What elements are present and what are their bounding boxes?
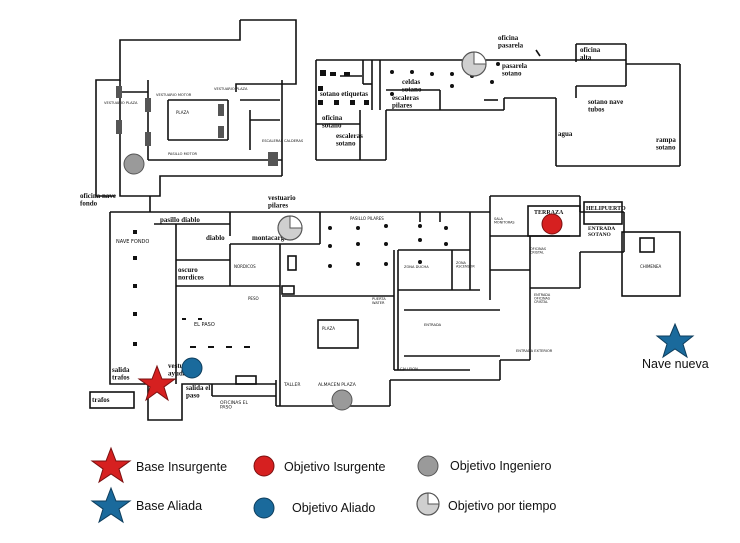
- label-trafos: trafos: [92, 396, 110, 404]
- lower-building: [109, 195, 625, 421]
- label-vestuario-motor: VESTUARIO MOTOR: [156, 93, 192, 97]
- label-el-paso: EL PASO: [194, 322, 215, 328]
- label-vestuario-plaza-right: VESTUARIO PLAZA: [214, 87, 248, 91]
- timed-objective-marker: [461, 51, 487, 77]
- legend-objetivo-ingeniero: Objetivo Ingeniero: [450, 459, 552, 473]
- label-pasillo-diablo: pasillo diablo: [160, 216, 200, 224]
- legend-base-insurgente: Base Insurgente: [136, 460, 227, 474]
- insurgent-base-star: [137, 364, 177, 402]
- label-almacen-plaza: ALMACEN PLAZA: [318, 382, 357, 388]
- legend-timed-objective-icon: [416, 492, 440, 516]
- label-plaza-lower: PLAZA: [322, 326, 335, 331]
- legend-engineer-objective-icon: [417, 455, 439, 477]
- chimenea-building: [621, 231, 681, 297]
- legend: Base Insurgente Base Aliada Objetivo Isu…: [90, 446, 556, 524]
- label-agua: agua: [558, 130, 573, 138]
- label-terraza: TERRAZA: [534, 210, 564, 216]
- legend-objetivo-por-tiempo: Objetivo por tiempo: [448, 499, 556, 513]
- label-helipuerto: HELIPUERTO: [586, 206, 626, 212]
- label-montacargas: montacargas: [252, 234, 291, 242]
- label-taller: TALLER: [283, 382, 300, 388]
- insurgent-objective-marker: [541, 213, 563, 235]
- legend-objetivo-aliado: Objetivo Aliado: [292, 501, 375, 515]
- allied-objective-marker: [181, 357, 203, 379]
- upper-left-building: [95, 19, 297, 197]
- label-chimenea: CHIMENEA: [640, 264, 661, 269]
- engineer-objective-marker: [123, 153, 145, 175]
- label-pasillo-motor: PASILLO MOTOR: [168, 152, 198, 156]
- timed-objective-marker: [277, 215, 303, 241]
- label-entrada: ENTRADA: [424, 323, 442, 327]
- legend-insurgent-objective-icon: [253, 455, 275, 477]
- label-zona-ducha: ZONA DUCHA: [404, 265, 429, 269]
- label-entrada-exterior: ENTRADA EXTERIOR: [516, 349, 553, 353]
- label-pasillo-pilares: PASILLO PILARES: [350, 216, 384, 221]
- upper-right-building: [315, 43, 681, 167]
- legend-insurgent-base-icon: [90, 446, 132, 484]
- objective-markers: [123, 51, 695, 411]
- annex-rooms: [89, 201, 623, 409]
- label-callejon: CALLEJON: [400, 367, 418, 371]
- legend-base-aliada: Base Aliada: [136, 499, 202, 513]
- label-diablo: diablo: [206, 234, 225, 242]
- upper-left-pillars: [116, 86, 278, 166]
- label-escaleras-calderas: ESCALERAS CALDERAS: [262, 139, 304, 143]
- label-vestuario-plaza-left: VESTUARIO PLAZA: [104, 101, 138, 105]
- label-plaza-upper: PLAZA: [176, 110, 189, 115]
- engineer-objective-marker: [331, 389, 353, 411]
- label-nave-nueva: Nave nueva: [642, 357, 709, 371]
- allied-base-star: [655, 322, 695, 359]
- legend-objetivo-insurgente: Objetivo Isurgente: [284, 460, 385, 474]
- label-nave-fondo: NAVE FONDO: [116, 239, 149, 245]
- legend-allied-base-icon: [90, 486, 132, 524]
- label-sotano-etiquetas: sotano etiquetas: [320, 90, 368, 98]
- lower-pillars: [133, 224, 448, 348]
- label-nordicos: NORDICOS: [234, 264, 256, 269]
- legend-allied-objective-icon: [253, 497, 275, 519]
- upper-right-pillars: [318, 62, 500, 105]
- label-peso: PESO: [248, 296, 259, 301]
